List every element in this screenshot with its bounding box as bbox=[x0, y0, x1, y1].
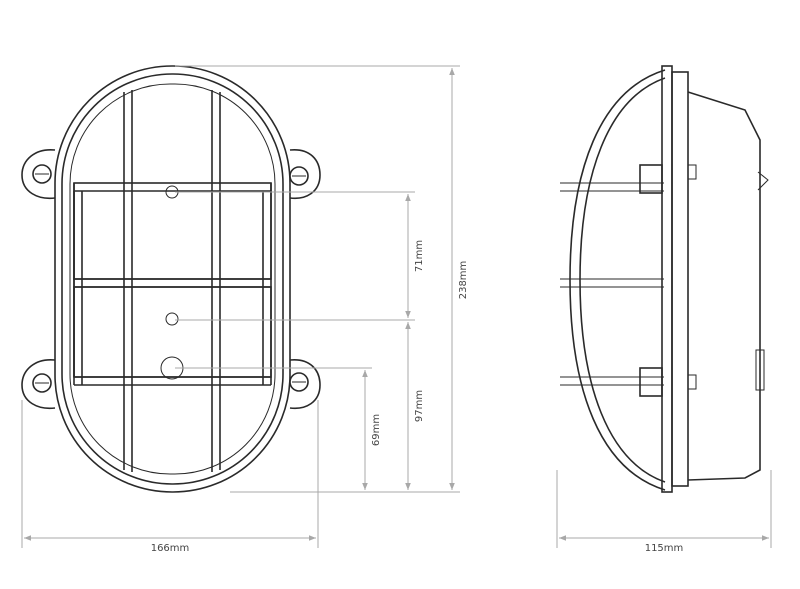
mounting-lug-top-right bbox=[289, 149, 321, 200]
dim-115mm: 115mm bbox=[645, 543, 684, 554]
hinge-upper bbox=[639, 164, 663, 194]
dimension-labels: 71mm 97mm 69mm 238mm 166mm 115mm bbox=[151, 240, 684, 554]
hinge-lower bbox=[639, 367, 663, 397]
mounting-lug-bottom-right bbox=[289, 359, 321, 410]
dim-69mm: 69mm bbox=[371, 414, 382, 446]
dim-238mm: 238mm bbox=[458, 261, 469, 300]
dim-97mm: 97mm bbox=[414, 390, 425, 422]
dim-71mm: 71mm bbox=[414, 240, 425, 272]
dim-166mm: 166mm bbox=[151, 543, 190, 554]
side-view bbox=[560, 65, 769, 493]
dimension-lines bbox=[21, 65, 772, 548]
front-view bbox=[21, 65, 321, 493]
mounting-lug-top-left bbox=[21, 149, 56, 200]
mounting-lug-bottom-left bbox=[21, 359, 56, 410]
cage-grid bbox=[73, 90, 272, 472]
fixing-hole-lower bbox=[165, 312, 179, 326]
